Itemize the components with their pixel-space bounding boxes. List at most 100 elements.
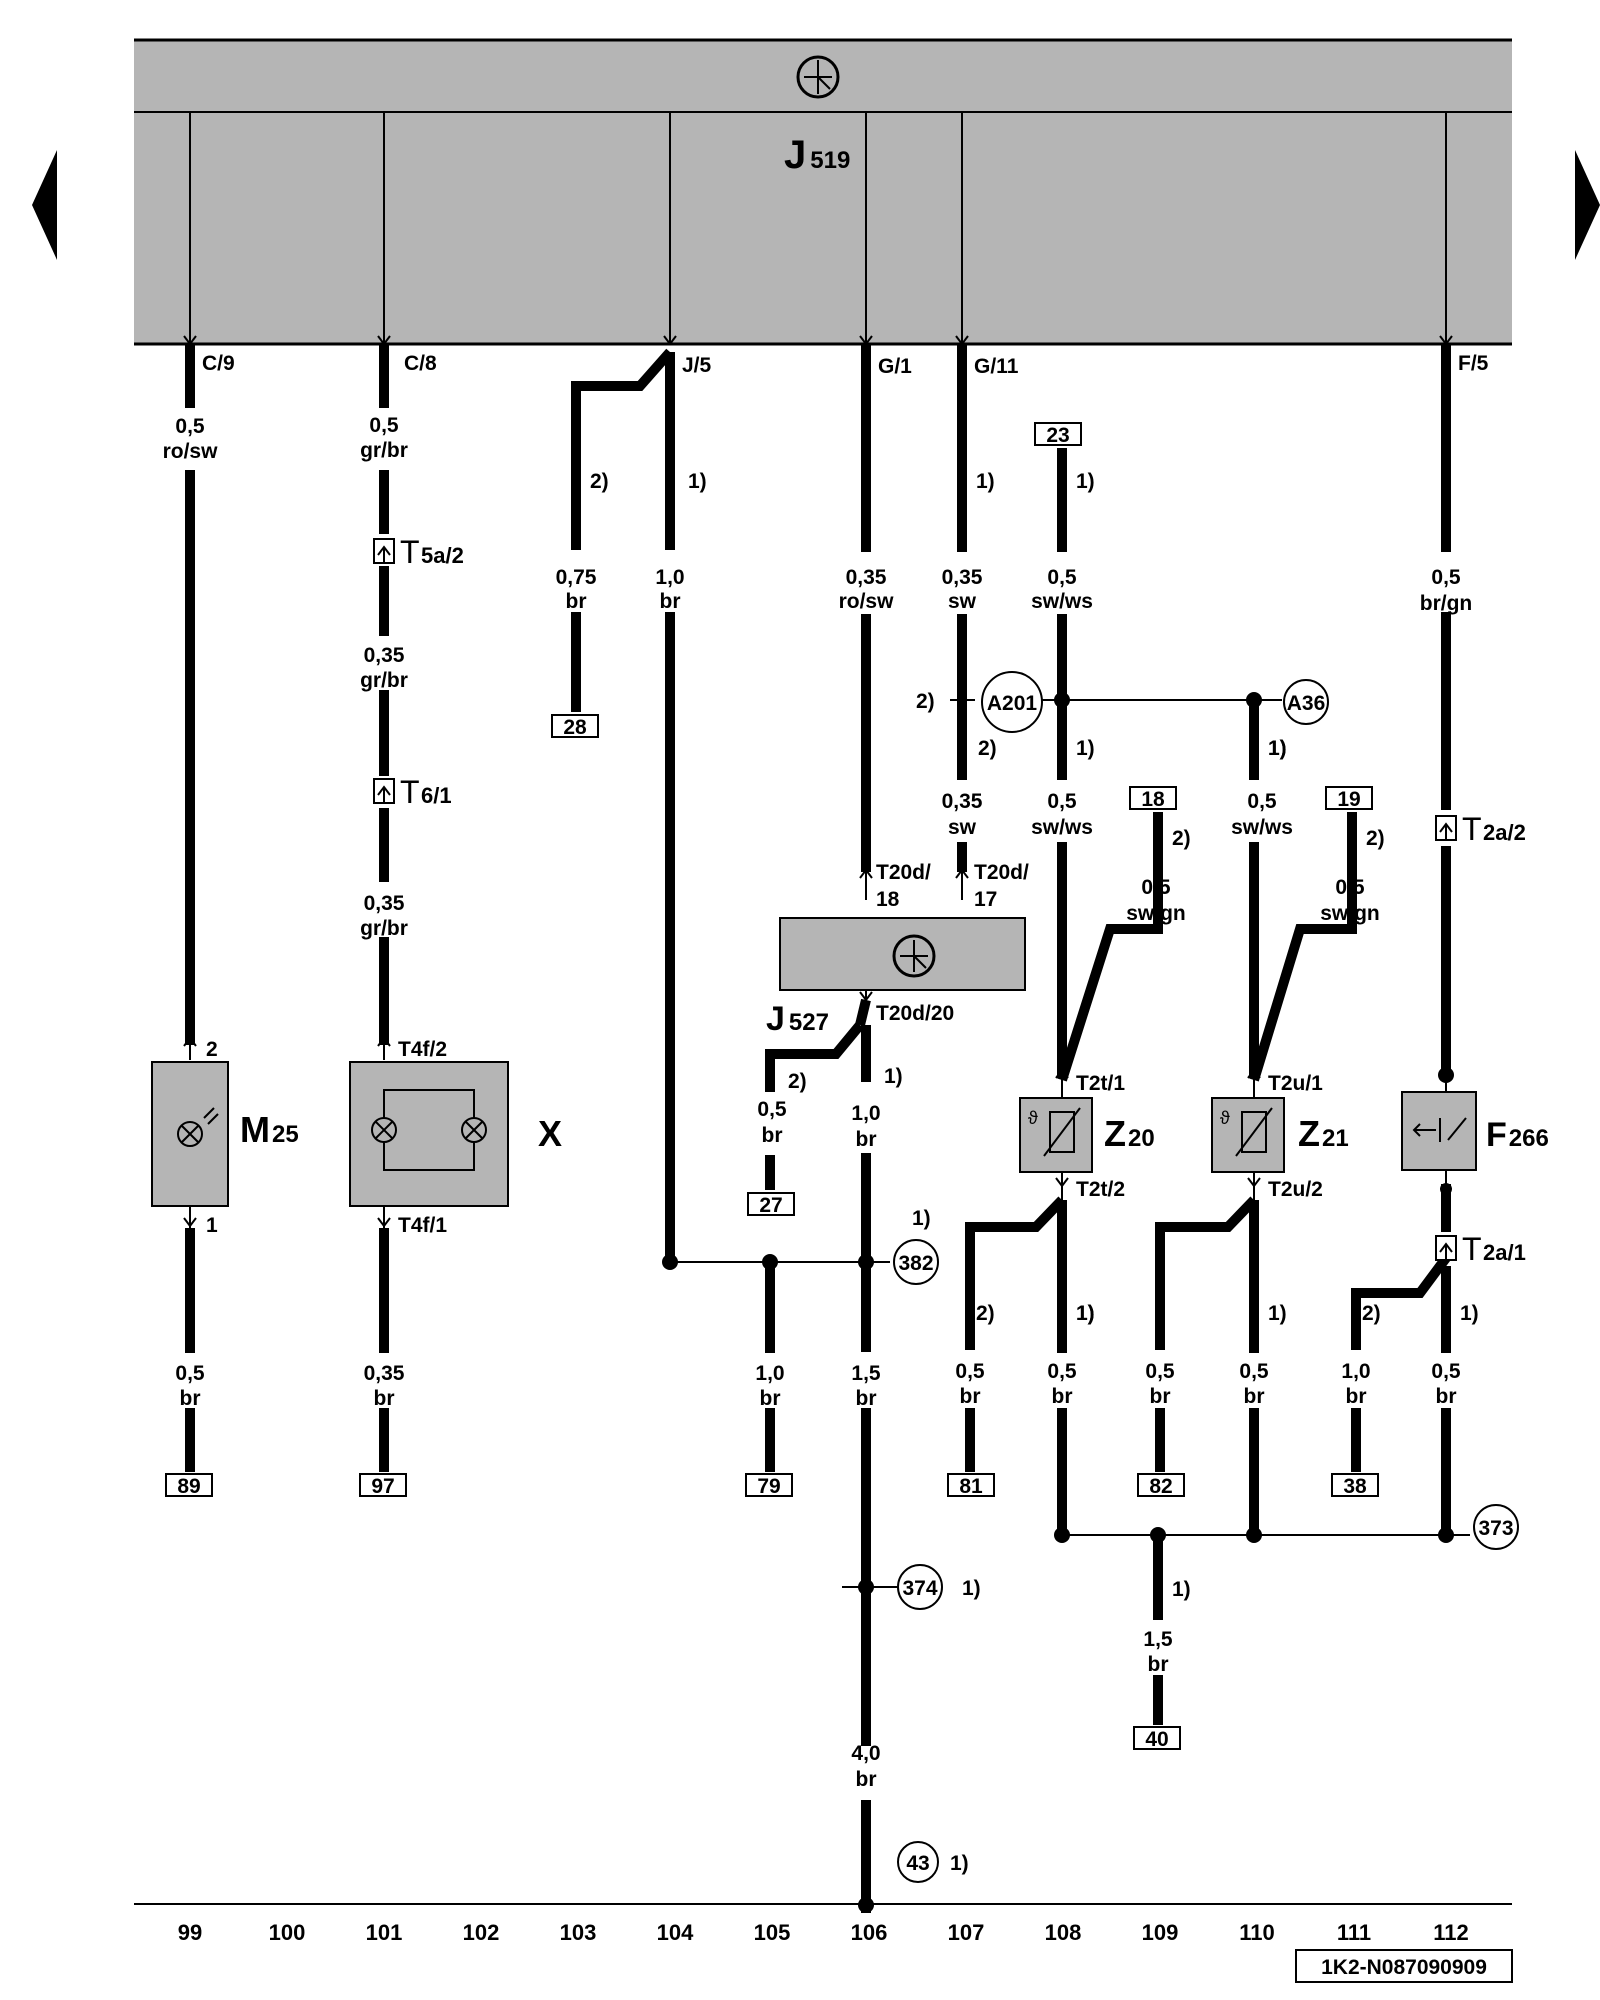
pin-label: T4f/2 [398, 1038, 447, 1061]
footnote-marker: 2) [1172, 827, 1191, 850]
svg-text:0,75: 0,75 [556, 566, 597, 589]
svg-text:0,35: 0,35 [364, 892, 405, 915]
connector-icons [373, 538, 1457, 1261]
svg-text:br: br [180, 1387, 201, 1410]
footnote-marker: 1) [1076, 737, 1095, 760]
footnote-marker: 2) [590, 470, 609, 493]
svg-text:0,5: 0,5 [175, 1362, 205, 1385]
svg-text:br: br [762, 1124, 783, 1147]
pin-label: C/9 [202, 352, 235, 375]
pin-label: T2t/2 [1076, 1178, 1125, 1201]
footnote-marker: 1) [688, 470, 707, 493]
connector-label: 6/1 [421, 783, 452, 808]
connector-label: 2a/2 [1483, 820, 1526, 845]
svg-text:sw: sw [948, 590, 977, 613]
svg-text:0,5: 0,5 [1335, 876, 1365, 899]
thermo-icon: ϑ [1220, 1108, 1230, 1128]
svg-text:0,5: 0,5 [1047, 790, 1077, 813]
svg-text:0,5: 0,5 [369, 414, 399, 437]
svg-text:1,0: 1,0 [1341, 1360, 1370, 1383]
svg-text:0,35: 0,35 [364, 1362, 405, 1385]
wire-label: 1,0br [1341, 1360, 1370, 1408]
reference-number: 79 [757, 1475, 780, 1498]
svg-text:0,5: 0,5 [1145, 1360, 1175, 1383]
svg-text:0,35: 0,35 [364, 644, 405, 667]
footnote-marker: 1) [1172, 1578, 1191, 1601]
wire-label: 0,5br/gn [1420, 566, 1473, 615]
reference-number: 97 [371, 1475, 394, 1498]
pin-label: 17 [974, 888, 997, 911]
svg-text:br: br [660, 590, 681, 613]
svg-text:gr/br: gr/br [360, 669, 408, 692]
reference-number: 28 [563, 716, 587, 739]
footnote-marker: 1) [950, 1852, 969, 1875]
svg-text:0,5: 0,5 [1239, 1360, 1269, 1383]
component-m25: M25 [151, 1061, 299, 1207]
svg-text:0,5: 0,5 [1247, 790, 1277, 813]
wire-label: 0,5sw/ws [1031, 566, 1093, 613]
svg-text:1,0: 1,0 [851, 1102, 880, 1125]
wire-label: 1,5br [851, 1362, 881, 1410]
footnote-marker: 1) [1460, 1302, 1479, 1325]
reference-boxes [165, 422, 1379, 1750]
column-number: 103 [560, 1920, 597, 1945]
svg-text:0,5: 0,5 [1431, 1360, 1461, 1383]
footnote-marker: 2) [976, 1302, 995, 1325]
svg-text:X: X [538, 1113, 562, 1154]
column-number: 100 [269, 1920, 306, 1945]
wire-label: 1,0br [851, 1102, 880, 1151]
svg-text:M25: M25 [240, 1109, 299, 1150]
wire-label: 0,5br [175, 1362, 205, 1410]
connector-label: T [1462, 811, 1482, 847]
component-x: X [349, 1061, 562, 1207]
next-page-arrow[interactable] [1575, 150, 1600, 260]
svg-text:0,5: 0,5 [1141, 876, 1171, 899]
column-number: 109 [1142, 1920, 1179, 1945]
svg-text:1,0: 1,0 [755, 1362, 784, 1385]
ground-point-label: 373 [1478, 1517, 1513, 1540]
svg-text:4,0: 4,0 [851, 1742, 880, 1765]
column-number: 102 [463, 1920, 500, 1945]
ground-point-label: A36 [1287, 692, 1326, 715]
wire-label: 1,0br [755, 1362, 784, 1410]
footnote-marker: 2) [788, 1070, 807, 1093]
component-z20: ϑ Z20 [1019, 1097, 1155, 1173]
pin-label: T20d/ [974, 861, 1029, 884]
previous-page-arrow[interactable] [32, 150, 57, 260]
pin-label: 2 [206, 1038, 218, 1061]
diagram-code: 1K2-N087090909 [1321, 1956, 1487, 1979]
connector-label: T [400, 534, 420, 570]
pin-label: 1 [206, 1214, 218, 1237]
ground-points [893, 671, 1519, 1883]
footnote-marker: 1) [1268, 737, 1287, 760]
column-number: 101 [366, 1920, 403, 1945]
svg-text:sw/ws: sw/ws [1231, 816, 1293, 839]
footnote-marker: 2) [1366, 827, 1385, 850]
footnote-marker: 2) [916, 690, 935, 713]
svg-text:1,5: 1,5 [851, 1362, 881, 1385]
pin-label: J/5 [682, 354, 712, 377]
reference-number: 18 [1141, 788, 1165, 811]
column-number: 108 [1045, 1920, 1082, 1945]
svg-text:gr/br: gr/br [360, 917, 408, 940]
footnote-marker: 1) [976, 470, 995, 493]
column-number: 105 [754, 1920, 791, 1945]
reference-number: 89 [177, 1475, 200, 1498]
svg-text:br: br [856, 1768, 877, 1791]
pin-label: F/5 [1458, 352, 1489, 375]
svg-text:0,5: 0,5 [175, 415, 205, 438]
svg-text:1,5: 1,5 [1143, 1628, 1173, 1651]
electronic-unit-icon [796, 55, 840, 99]
reference-number: 19 [1337, 788, 1360, 811]
wire-label: 0,5br [1431, 1360, 1461, 1408]
ground-point-label: A201 [987, 692, 1038, 715]
svg-text:Z20: Z20 [1104, 1113, 1155, 1154]
pin-label: 18 [876, 888, 900, 911]
